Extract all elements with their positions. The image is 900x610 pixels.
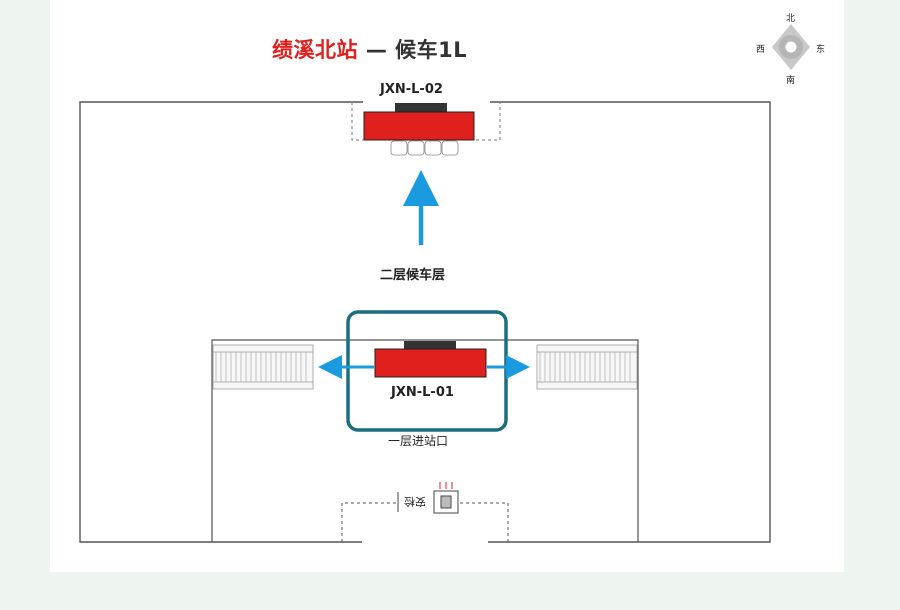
building-outline	[79, 101, 771, 543]
screen-label-l-02: JXN-L-02	[380, 82, 443, 97]
entrance-area	[341, 502, 509, 542]
inner-hall	[211, 339, 639, 542]
compass-east: 东	[816, 45, 826, 55]
page-title: 绩溪北站 — 候车1L	[272, 34, 467, 64]
security-gate-icon	[397, 482, 459, 514]
escalator-right-icon	[536, 344, 638, 390]
title-separator: —	[365, 38, 388, 62]
compass-west: 西	[756, 45, 766, 55]
floor-name: 候车1L	[395, 38, 468, 62]
area-label-entrance: 一层进站口	[388, 434, 449, 448]
area-label-security: 安检	[404, 495, 426, 508]
screen-jxn-l-02[interactable]	[363, 103, 475, 141]
map-card	[50, 0, 844, 572]
station-name: 绩溪北站	[272, 38, 358, 62]
compass-icon	[772, 24, 810, 70]
compass-south: 南	[786, 76, 796, 86]
seat-row-icon	[390, 140, 459, 156]
area-label-upper: 二层候车层	[380, 268, 446, 283]
compass-north: 北	[786, 14, 796, 24]
screen-jxn-l-01[interactable]	[374, 341, 487, 378]
upper-alcove	[351, 102, 501, 141]
escalator-left-icon	[212, 344, 314, 390]
screen-label-l-01: JXN-L-01	[391, 385, 454, 400]
